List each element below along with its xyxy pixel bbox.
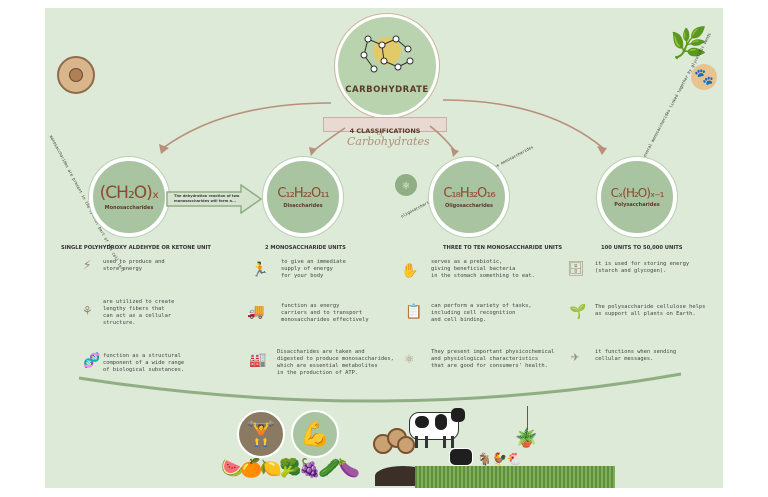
molecule-icon: ⚛ — [405, 351, 414, 367]
dehydration-arrow — [166, 184, 263, 214]
title-main: CARBOHYDRATE — [345, 85, 429, 95]
banner-of: of — [377, 130, 383, 137]
oligosaccharide-molecule-icon: ⚛ — [395, 174, 417, 196]
oligo-function-1: serves as a prebiotic, giving beneficial… — [431, 259, 535, 279]
bottom-curve — [78, 372, 682, 403]
di-function-2: function as energy carriers and to trans… — [281, 303, 369, 323]
disaccharides-units: 2 MONOSACCHARIDE UNITS — [265, 245, 346, 251]
poly-function-2: The polysaccharide cellulose helps as su… — [595, 304, 706, 317]
plant-illustration: 🌿 — [670, 26, 708, 61]
fruits-vegetables-illustration: 🍉🍊🍋🥦🍇🥒🍆 — [221, 458, 360, 479]
grass-illustration — [415, 466, 615, 488]
poly-function-3: it functions when sending cellular messa… — [595, 349, 677, 362]
banner-script: Carbohydrates — [347, 135, 430, 148]
oligo-function-3: They present important physicochemical a… — [431, 349, 555, 369]
oligosaccharides-units: THREE TO TEN MONOSACCHARIDE UNITS — [443, 245, 563, 251]
dna-icon: 🧬 — [83, 353, 101, 369]
disaccharides-name: Disaccharides — [283, 202, 323, 209]
mono-function-3: function as a structural component of a … — [103, 353, 185, 373]
dehydration-note: The dehydration reaction of two monosacc… — [174, 194, 240, 203]
di-function-3: Disaccharides are taken and digested to … — [277, 349, 394, 376]
mono-function-1: used to produce and store energy — [103, 259, 165, 272]
farm-animals-illustration: 🐐🐓🐔 — [477, 452, 522, 466]
di-function-1: to give an immediate supply of energy fo… — [281, 259, 346, 279]
monosaccharides-name: Monosaccharides — [104, 205, 154, 211]
athlete-woman-badge: 🏋 — [237, 410, 285, 458]
checklist-icon: 📋 — [405, 304, 423, 320]
athlete-man-badge: 💪 — [291, 410, 339, 458]
classification-banner: 4 CLASSIFICATIONS — [323, 117, 447, 135]
paw-icon: 🐾 — [691, 64, 717, 90]
paper-plane-icon: ✈ — [571, 349, 580, 365]
calf-illustration — [449, 448, 473, 466]
plant-icon: 🌱 — [569, 304, 587, 320]
mono-function-2: are utilized to create lengthy fibers th… — [103, 299, 175, 326]
delivery-truck-icon: 🚚 — [247, 304, 265, 320]
cell-illustration — [57, 56, 95, 94]
cow-illustration — [405, 408, 467, 448]
oligosaccharides-circle: C₁₈H₃₂O₁₆ Oligosaccharides — [429, 157, 509, 237]
branch-arrows — [159, 99, 607, 157]
lightning-icon: ⚡ — [83, 257, 92, 273]
disaccharides-circle: C₁₂H₂₂O₁₁ Disaccharides — [263, 157, 343, 237]
factory-icon: 🏭 — [249, 352, 267, 368]
poly-function-1: it is used for storing energy (starch an… — [595, 261, 690, 274]
molecule-graphic — [360, 35, 414, 73]
oligo-function-2: can perform a variety of tasks, includin… — [431, 303, 532, 323]
monosaccharides-units: SINGLE POLYHYDROXY ALDEHYDE OR KETONE UN… — [61, 245, 211, 251]
oligosaccharides-name: Oligosaccharides — [444, 202, 494, 209]
polysaccharides-formula: Cₓ(H₂O)ₓ₋₁ — [610, 186, 665, 200]
title-medallion: CARBOHYDRATE — [335, 14, 439, 118]
runner-icon: 🏃 — [251, 262, 269, 278]
wood-logs-illustration — [373, 428, 415, 454]
potted-plant-illustration: 🪴 — [515, 428, 538, 449]
polysaccharides-units: 100 UNITS TO 50,000 UNITS — [601, 245, 683, 251]
oligosaccharides-formula: C₁₈H₃₂O₁₆ — [443, 185, 495, 201]
polysaccharides-name: Polysaccharides — [614, 202, 660, 208]
disaccharides-formula: C₁₂H₂₂O₁₁ — [277, 185, 329, 201]
stomach-icon: ✋ — [401, 263, 419, 279]
storage-cabinet-icon: 🗄 — [567, 261, 585, 277]
monosaccharides-circle: (CH₂O)ₓ Monosaccharides — [89, 157, 169, 237]
hanging-plant-illustration — [527, 406, 528, 430]
fiber-icon: ⚘ — [83, 303, 92, 319]
monosaccharides-formula: (CH₂O)ₓ — [99, 183, 160, 203]
infographic-poster: 🌿 🐾 monosaccharides are present in the c… — [45, 8, 723, 488]
banner-text: 4 CLASSIFICATIONS — [349, 127, 421, 135]
polysaccharides-circle: Cₓ(H₂O)ₓ₋₁ Polysaccharides — [597, 157, 677, 237]
